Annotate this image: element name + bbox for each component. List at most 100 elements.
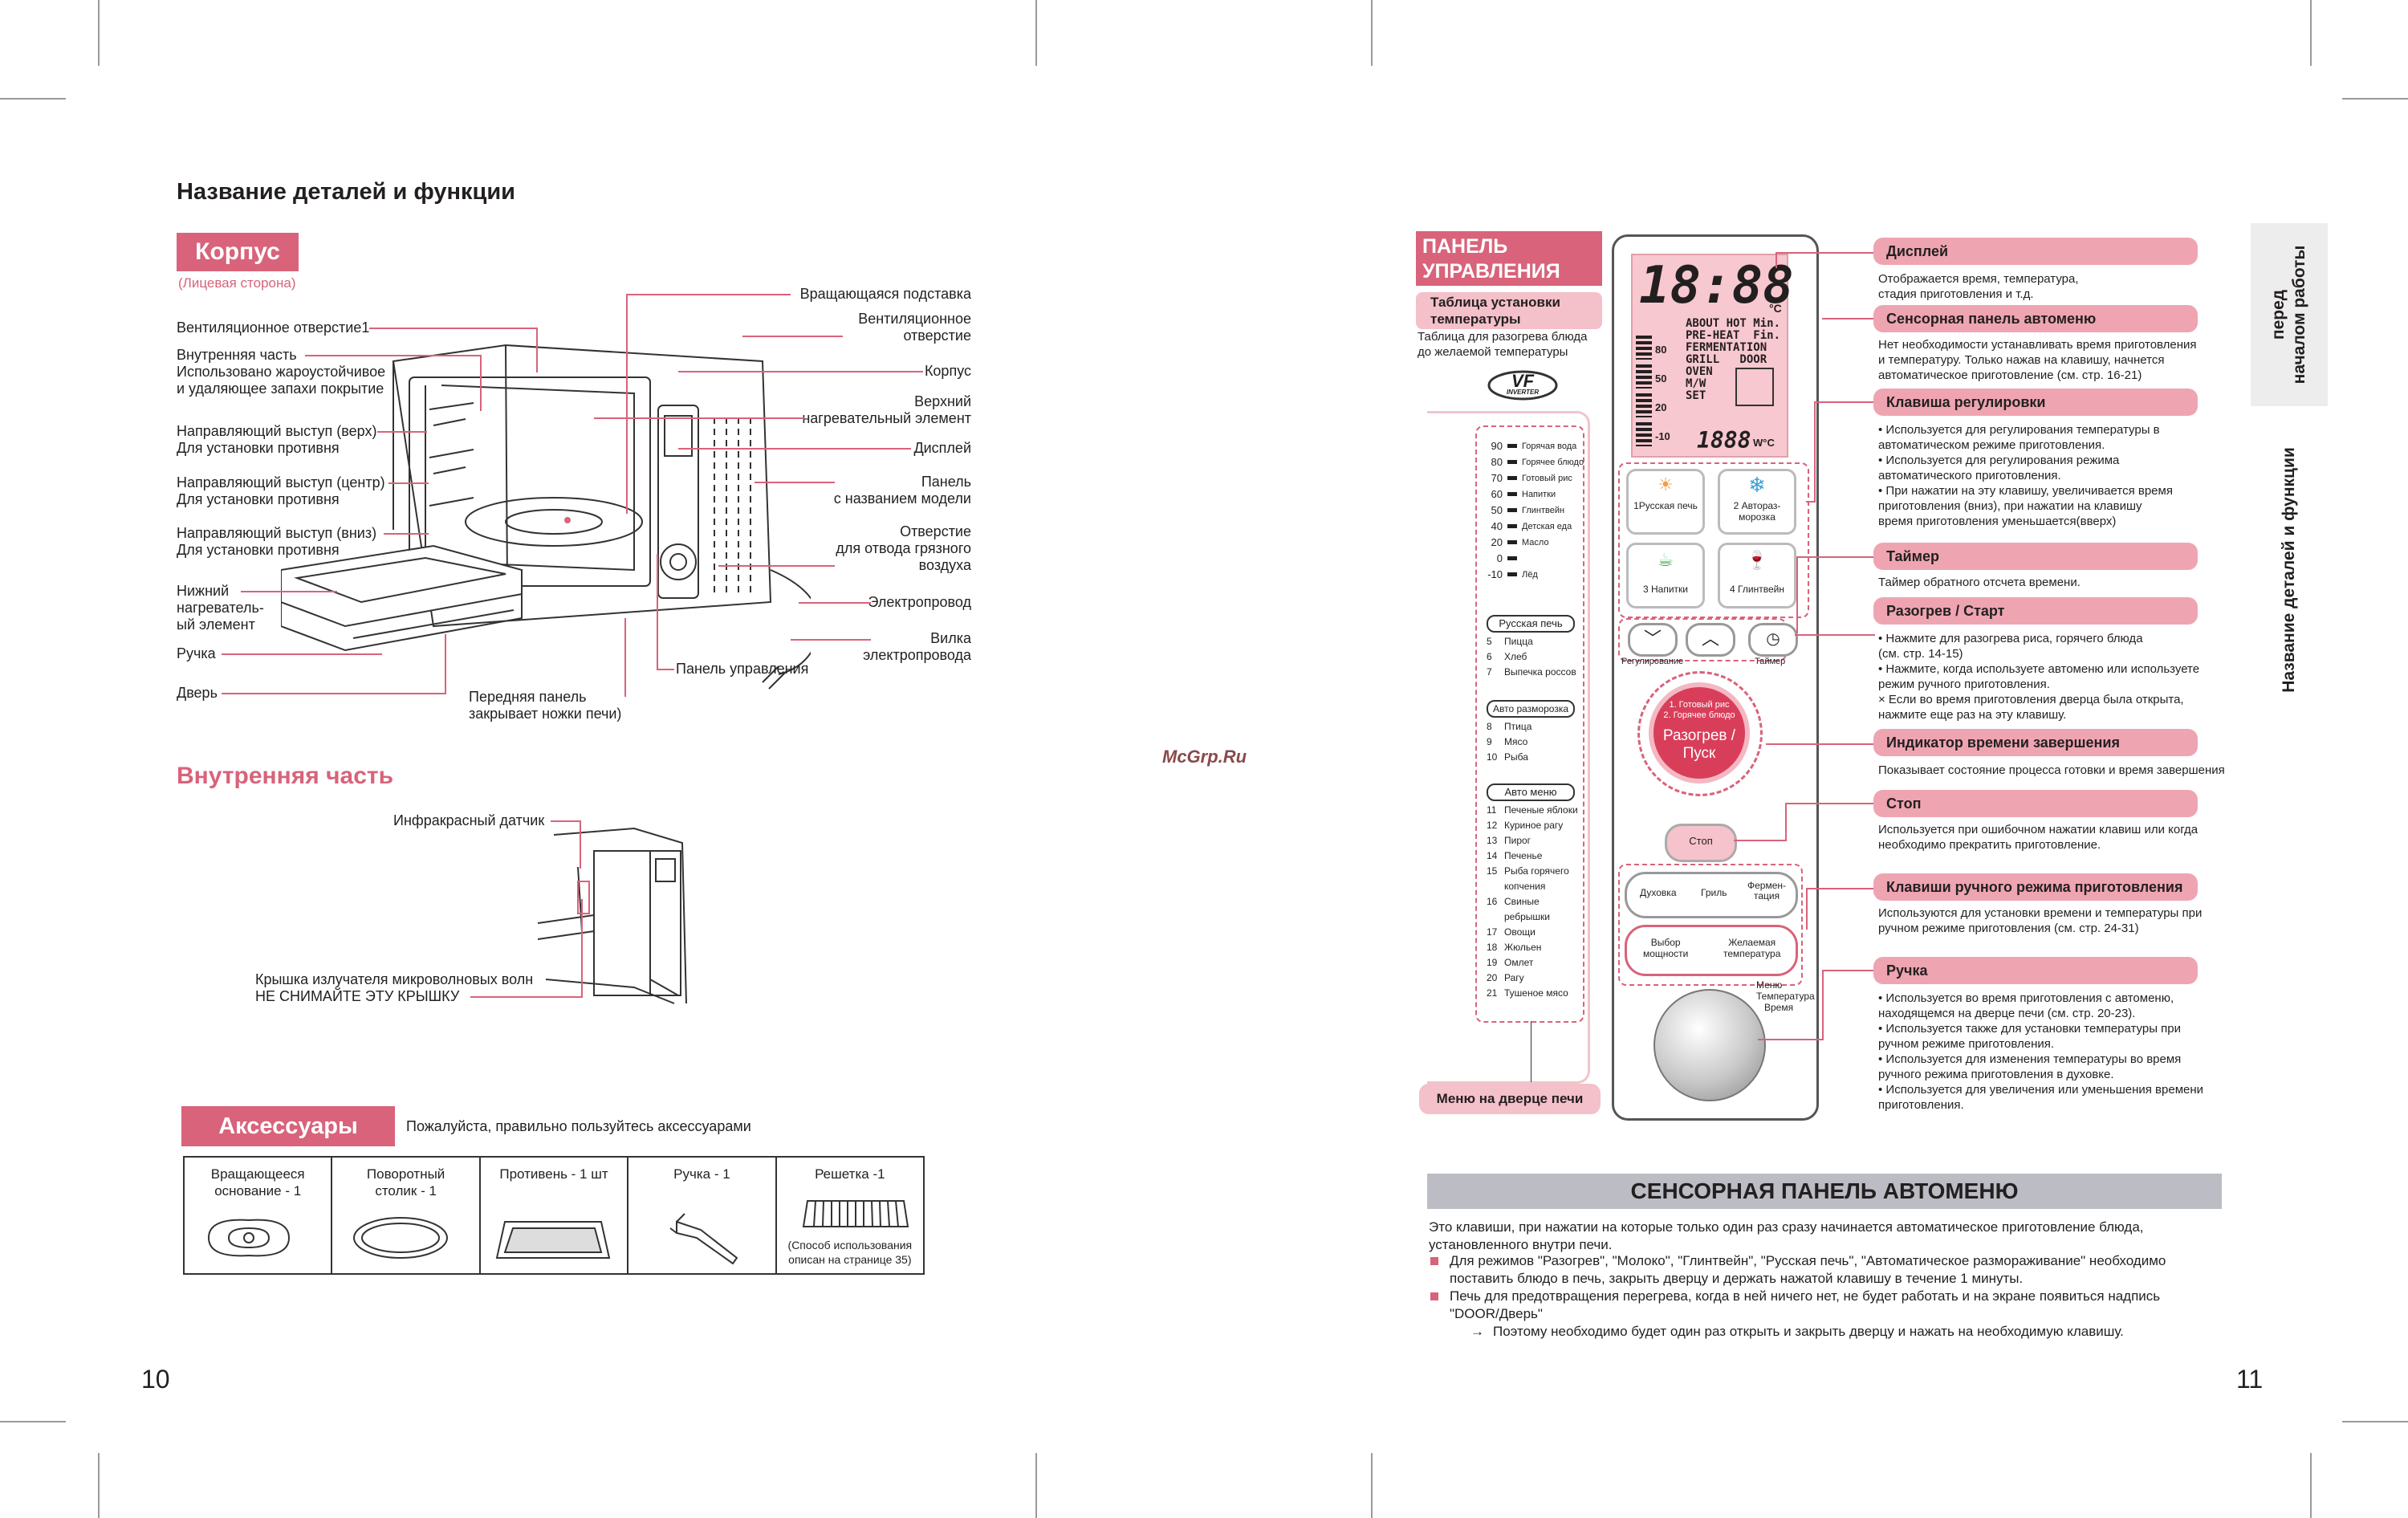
- stop-button[interactable]: Стоп: [1665, 824, 1737, 862]
- display-digits: 18:88: [1639, 256, 1794, 315]
- accessory-name: основание - 1: [214, 1183, 302, 1199]
- temp-list: [1480, 424, 1580, 425]
- leader-line: [1775, 252, 1875, 254]
- rotating-base-icon: [207, 1219, 291, 1257]
- temp-bar: [1507, 508, 1517, 512]
- menu-item-number: 21: [1487, 987, 1498, 999]
- leader-line: [445, 634, 446, 694]
- display-scale-bar: [1636, 422, 1652, 446]
- menu-group-russian-oven: Русская печь: [1487, 615, 1575, 633]
- button-drinks[interactable]: ☕ 3 Напитки: [1626, 543, 1705, 608]
- button-auto-defrost[interactable]: ❄ 2 Автораз-морозка: [1718, 469, 1796, 535]
- menu-item-number: 7: [1487, 666, 1492, 678]
- menu-item-label: Пицца: [1504, 636, 1533, 647]
- leader-line: [755, 482, 835, 483]
- crop-mark: [0, 98, 66, 100]
- start-button-ring: [1637, 671, 1763, 796]
- leader-line: [222, 653, 382, 655]
- leader-line: [1816, 401, 1875, 403]
- temp-food: Масло: [1522, 538, 1549, 547]
- bullet-square: [1430, 1292, 1438, 1300]
- callout-start: Разогрев / Старт: [1873, 597, 2198, 625]
- accessory-cell: Решетка -1 (Способ использования описан …: [777, 1158, 923, 1273]
- up-button[interactable]: ︿: [1686, 623, 1735, 657]
- oven-button[interactable]: Духовка: [1640, 887, 1677, 898]
- door-menu-dashed: [1475, 425, 1584, 1023]
- temp-table-title: Таблица установки температуры: [1416, 292, 1602, 329]
- section-subtitle: (Лицевая сторона): [178, 275, 296, 291]
- accessory-name: Ручка - 1: [673, 1166, 730, 1182]
- menu-item-number: 18: [1487, 942, 1498, 953]
- temp-food: Напитки: [1522, 490, 1556, 499]
- button-mulled-wine[interactable]: 🍷 4 Глинтвейн: [1718, 543, 1796, 608]
- display-scale-label: -10: [1655, 430, 1670, 442]
- leader-line: [581, 899, 583, 998]
- label-model-panel-2: с названием модели: [833, 490, 971, 507]
- leader-line: [657, 554, 658, 670]
- menu-item-number: 10: [1487, 751, 1498, 763]
- knob-label: Температура: [1756, 991, 1815, 1002]
- display-status-line: ABOUT HOT Min.: [1686, 317, 1781, 330]
- down-button[interactable]: ﹀: [1628, 623, 1678, 657]
- timer-button[interactable]: ◷: [1748, 623, 1798, 657]
- knob-label: Меню: [1756, 979, 1783, 991]
- menu-item-label: копчения: [1504, 881, 1546, 892]
- sun-icon: ☀: [1658, 474, 1674, 494]
- leader-line: [1785, 803, 1875, 804]
- callout-regulation: Клавиша регулировки: [1873, 389, 2198, 416]
- inner-illustration: [537, 827, 687, 1004]
- label-body: Корпус: [924, 363, 971, 379]
- callout-regulation-desc: • Используется для регулирования темпера…: [1878, 423, 2173, 528]
- menu-group-auto-defrost: Авто разморозка: [1487, 700, 1575, 718]
- knob-label: Время: [1764, 1002, 1794, 1013]
- menu-item: 10 Рыба: [1487, 750, 1587, 765]
- side-tab-before-use[interactable]: перед началом работы: [2251, 223, 2328, 406]
- button-russian-oven[interactable]: ☀ 1Русская печь: [1626, 469, 1705, 535]
- label-lower-heater-3: ый элемент: [177, 617, 255, 633]
- page-title: Название деталей и функции: [177, 179, 516, 205]
- temp-table-sub: Таблица для разогрева блюда: [1418, 330, 1588, 344]
- leader-line: [1734, 840, 1787, 841]
- temp-bar: [1507, 460, 1517, 464]
- handle-tool-icon: [669, 1213, 738, 1265]
- vf-logo-sub: INVERTER: [1506, 389, 1540, 396]
- temp-bar: [1507, 556, 1517, 560]
- temp-food: Готовый рис: [1522, 474, 1572, 483]
- leader-line: [626, 294, 791, 295]
- door-menu-label: Меню на дверце печи: [1419, 1084, 1601, 1114]
- crop-mark: [98, 0, 100, 66]
- side-tab-parts[interactable]: Название деталей и функции: [2251, 417, 2328, 722]
- menu-item-label: Рагу: [1504, 972, 1524, 983]
- menu-item: ребрышки: [1487, 910, 1587, 925]
- button-label: 4 Глинтвейн: [1730, 584, 1784, 595]
- auto-text: "DOOR/Дверь": [1450, 1306, 1543, 1321]
- dial-knob[interactable]: [1653, 989, 1766, 1101]
- start-button[interactable]: 1. Готовый рис 2. Горячее блюдо Разогрев…: [1649, 682, 1750, 783]
- leader-line: [1796, 556, 1798, 633]
- accessory-name: Решетка -1: [815, 1166, 885, 1182]
- grill-button[interactable]: Гриль: [1701, 887, 1727, 898]
- leader-line: [1814, 401, 1816, 501]
- power-select-button[interactable]: Выбор мощности: [1643, 937, 1688, 959]
- button-label: мощности: [1643, 948, 1689, 959]
- page-number-left: 10: [141, 1365, 170, 1394]
- fermentation-button[interactable]: Фермен- тация: [1747, 881, 1786, 901]
- wine-icon: 🍷: [1746, 550, 1768, 570]
- auto-text: Печь для предотвращения перегрева, когда…: [1450, 1288, 2161, 1304]
- menu-item-label: Рыба: [1504, 751, 1528, 763]
- auto-menu-title: СЕНСОРНАЯ ПАНЕЛЬ АВТОМЕНЮ: [1427, 1174, 2222, 1209]
- desired-temp-button[interactable]: Желаемая температура: [1723, 937, 1780, 959]
- label-guide-top: Направляющий выступ (верх): [177, 423, 377, 439]
